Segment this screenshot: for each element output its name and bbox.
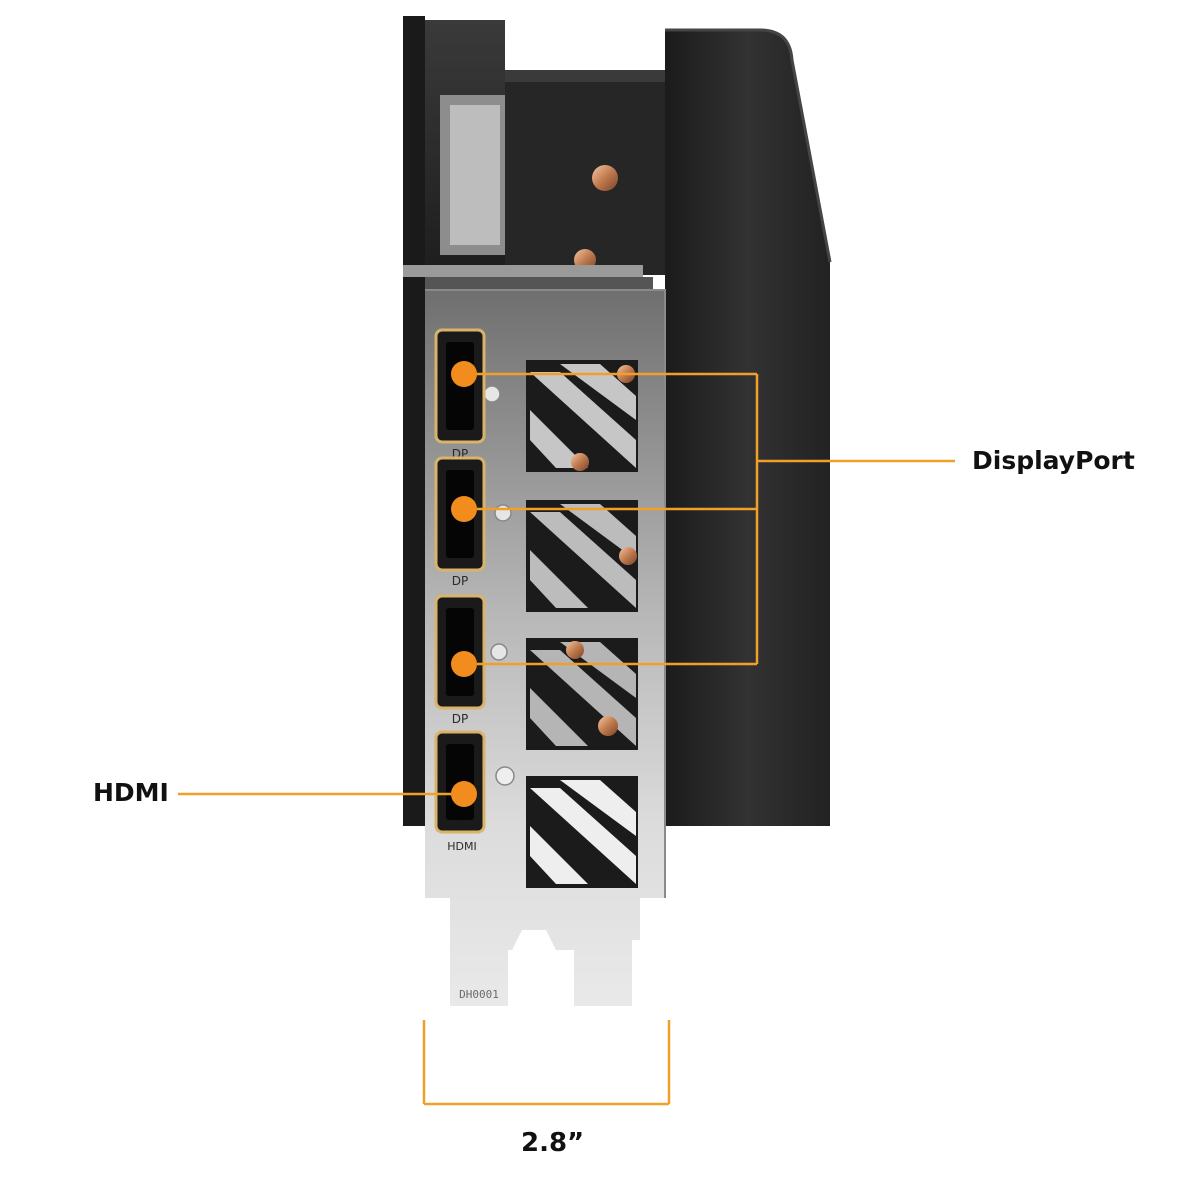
screw-1 — [483, 385, 501, 403]
displayport-callout — [464, 372, 955, 666]
cooler-shroud — [665, 28, 832, 826]
displayport-2: DP — [434, 456, 486, 588]
displayport-label: DisplayPort — [972, 446, 1135, 475]
dp-dot-3 — [451, 651, 477, 677]
heatpipes-visible — [566, 365, 637, 736]
pcb-marking: DH0001 — [459, 988, 499, 1001]
callout-dots — [451, 361, 477, 807]
hdmi-dot — [451, 781, 477, 807]
displayport-1: DP — [434, 328, 486, 461]
width-dimension — [422, 1020, 671, 1106]
screw-3 — [490, 643, 508, 661]
dp-marking-3: DP — [452, 712, 468, 726]
screw-2 — [494, 504, 512, 522]
dp-dot-1 — [451, 361, 477, 387]
dp-marking-2: DP — [452, 574, 468, 588]
hdmi-marking: HDMI — [447, 840, 476, 853]
backplate — [403, 16, 665, 826]
dp-dot-2 — [451, 496, 477, 522]
screw-4 — [495, 766, 515, 786]
width-label: 2.8” — [521, 1128, 585, 1158]
hdmi-label: HDMI — [93, 778, 169, 807]
vent-slot-4 — [526, 776, 638, 888]
